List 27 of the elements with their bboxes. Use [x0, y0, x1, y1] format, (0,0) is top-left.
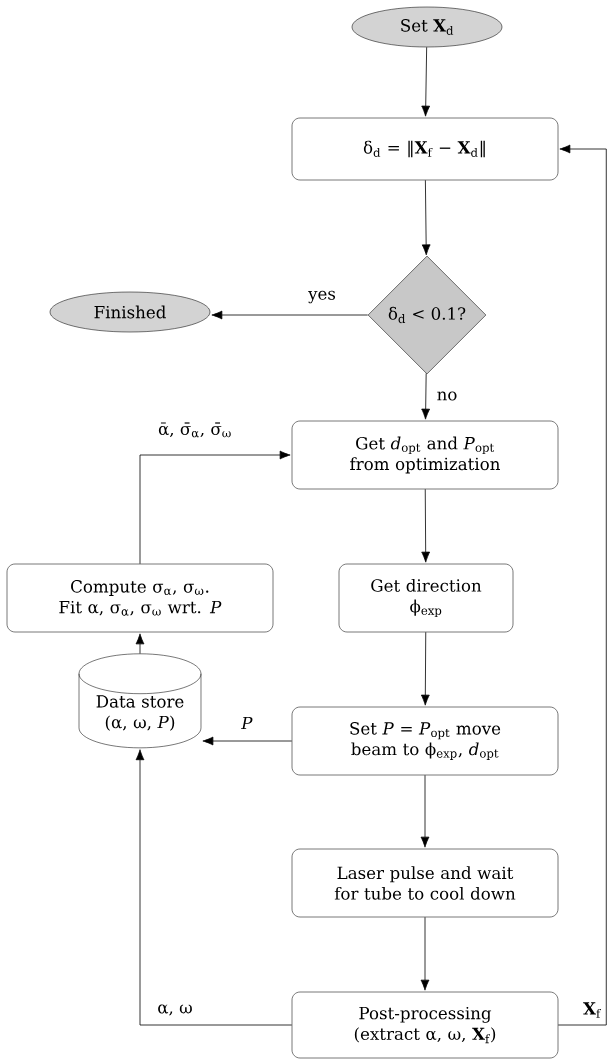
process-box: Post-processing (extract α, ω, X$_{f}$): [291, 991, 559, 1059]
arrow: [420, 631, 430, 706]
process-box: Get d$_{opt}$ and P$_{opt}$ from optimization: [291, 420, 559, 490]
arrow: [420, 916, 430, 991]
process-box: δ$_{d}$ = ‖X$_{f}$ − X$_{d}$‖: [291, 117, 559, 181]
arrow: [139, 450, 291, 565]
edge-label: P: [239, 715, 255, 731]
arrow: [557, 144, 607, 1026]
process-box: Compute σ$_{α}$, σ$_{ω}$. Fit α, σ$_{α}$, σ$_{ω}$ wrt. P: [6, 563, 274, 633]
edge-label: X$_{f}$: [581, 1000, 603, 1020]
arrow: [135, 749, 293, 1026]
edge-label: no: [435, 390, 459, 402]
process-box: Set P = P$_{opt}$ move beam to ϕ$_{exp}$, d$_{opt}$: [291, 706, 559, 776]
data-store-cylinder: Data store (α, ω, P): [78, 653, 202, 749]
arrow: [421, 46, 431, 117]
edge-label: yes: [306, 289, 338, 305]
process-box: Get direction ϕ$_{exp}$: [338, 563, 514, 633]
arrow: [421, 373, 430, 420]
arrow: [420, 774, 430, 848]
process-box: Laser pulse and wait for tube to cool down: [291, 848, 559, 918]
arrow: [202, 736, 293, 746]
edge-label: α, ω: [155, 1003, 195, 1017]
arrow: [135, 633, 145, 654]
edge-label: ᾱ, σ̄$_{α}$, σ̄$_{ω}$: [156, 421, 234, 439]
arrow: [211, 310, 369, 320]
arrow: [421, 488, 431, 563]
arrow: [421, 179, 431, 256]
